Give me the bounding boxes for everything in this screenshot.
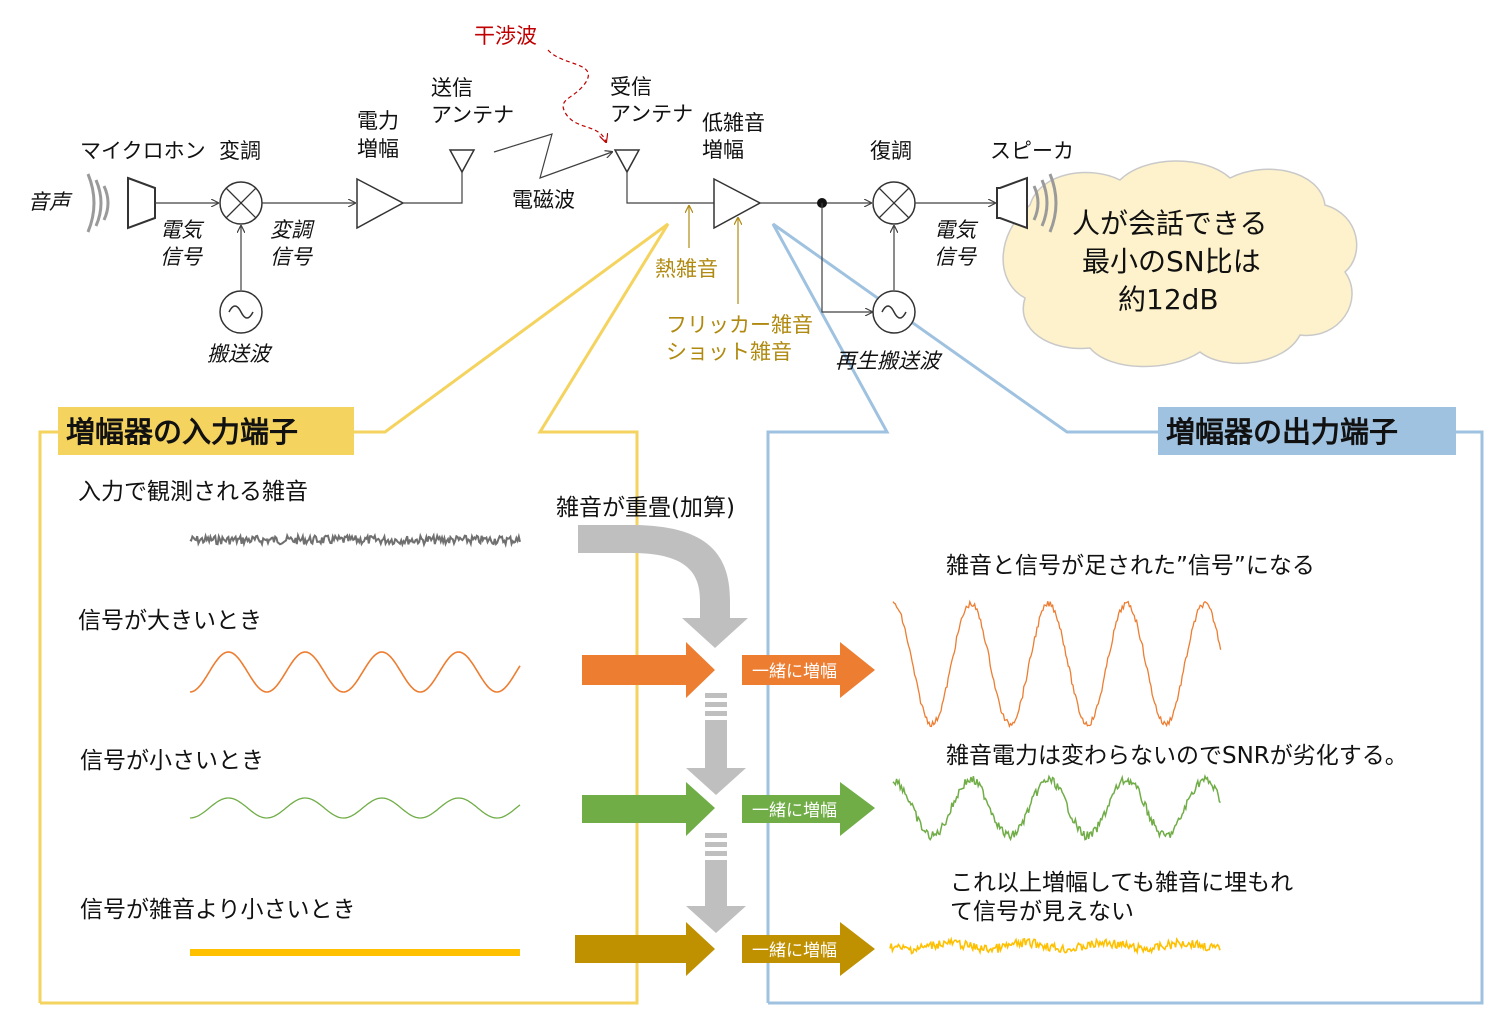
- input-row-tiny-label: 信号が雑音より小さいとき: [80, 897, 356, 923]
- noise-connector-1: [686, 693, 746, 795]
- modulated-signal-line2: 信号: [270, 245, 313, 269]
- orange-input-arrow: [582, 642, 715, 698]
- oscillator-icon: [219, 290, 263, 334]
- flicker-noise-label: フリッカー雑音: [666, 313, 813, 337]
- gold-amplify-arrow: [742, 922, 875, 976]
- output-small-signal-wave: [892, 774, 1222, 842]
- voice-label: 音声: [28, 190, 73, 214]
- output-note-3: これ以上増幅しても雑音に埋もれ: [950, 870, 1293, 896]
- orange-amplify-label: 一緒に増幅: [752, 662, 837, 682]
- rx-antenna-label-2: アンテナ: [610, 102, 693, 126]
- cloud-line-3: 約12dB: [1118, 283, 1219, 316]
- demodulation-label: 復調: [870, 139, 912, 163]
- rx-antenna-icon: [613, 149, 641, 174]
- sound-wave-icon: [86, 173, 110, 233]
- lna-icon: [713, 177, 762, 230]
- lna-label-1: 低雑音: [702, 111, 765, 135]
- cloud-line-2: 最小のSN比は: [1082, 245, 1261, 278]
- tx-antenna-label-1: 送信: [431, 76, 473, 100]
- callout-cloud: [1002, 160, 1358, 368]
- input-noise-trace: [189, 531, 521, 549]
- output-panel-callout: [766, 222, 1484, 1005]
- modulated-signal-line1: 変調: [270, 218, 315, 242]
- electric-signal-line1: 電気: [160, 218, 205, 242]
- thermal-noise-label: 熱雑音: [655, 257, 718, 281]
- gold-amplify-label: 一緒に増幅: [752, 941, 837, 961]
- regen-oscillator-icon: [872, 290, 916, 334]
- input-large-signal-wave: [189, 651, 521, 693]
- regen-carrier-label: 再生搬送波: [835, 349, 943, 373]
- cloud-line-1: 人が会話できる: [1072, 207, 1267, 240]
- noise-added-arrow: [578, 525, 748, 648]
- lna-label-2: 増幅: [702, 138, 744, 162]
- input-panel-title-box: [58, 407, 354, 455]
- output-note-1: 雑音と信号が足された”信号”になる: [946, 553, 1315, 579]
- power-amp-label-1: 電力: [357, 109, 399, 133]
- em-wave-label: 電磁波: [512, 188, 575, 212]
- power-amp-icon: [356, 177, 405, 230]
- input-row-noise-label: 入力で観測される雑音: [78, 479, 308, 505]
- electric-signal2-line1: 電気: [934, 218, 979, 242]
- orange-amplify-arrow: [742, 642, 875, 698]
- mixer-icon: [219, 181, 263, 225]
- electric-signal2-line2: 信号: [934, 245, 977, 269]
- interference-arrow: [547, 49, 606, 142]
- input-row-large-label: 信号が大きいとき: [78, 608, 262, 634]
- green-amplify-label: 一緒に増幅: [752, 801, 837, 821]
- microphone-label: マイクロホン: [80, 139, 206, 163]
- carrier-label: 搬送波: [207, 342, 273, 366]
- output-large-signal-wave: [892, 599, 1222, 729]
- noise-connector-2: [686, 833, 746, 933]
- em-wave-arrow: [493, 133, 612, 179]
- green-amplify-arrow: [742, 782, 875, 836]
- shot-noise-label: ショット雑音: [666, 340, 792, 364]
- power-amp-label-2: 増幅: [357, 137, 399, 161]
- speaker-sound-icon: [1032, 173, 1058, 233]
- input-tiny-signal-bar: [190, 949, 520, 956]
- tx-antenna-icon: [448, 149, 476, 174]
- demodulator-icon: [872, 181, 916, 225]
- speaker-label: スピーカ: [990, 139, 1074, 163]
- output-note-2: 雑音電力は変わらないのでSNRが劣化する。: [946, 743, 1408, 769]
- rx-antenna-label-1: 受信: [610, 75, 652, 99]
- interference-label: 干渉波: [474, 24, 537, 48]
- output-panel-title-box: [1158, 407, 1456, 455]
- electric-signal-line2: 信号: [160, 245, 203, 269]
- input-panel-title: 増幅器の入力端子: [66, 415, 298, 449]
- output-panel-title: 増幅器の出力端子: [1166, 415, 1398, 449]
- output-buried-signal-trace: [889, 936, 1221, 956]
- tx-antenna-label-2: アンテナ: [431, 103, 514, 127]
- microphone-icon: [127, 176, 156, 230]
- input-row-small-label: 信号が小さいとき: [80, 748, 264, 774]
- output-note-4: て信号が見えない: [950, 899, 1134, 925]
- green-input-arrow: [582, 782, 715, 836]
- speaker-icon: [996, 176, 1028, 230]
- input-small-signal-wave: [189, 797, 521, 819]
- modulation-label: 変調: [219, 139, 261, 163]
- gold-input-arrow: [575, 922, 715, 976]
- noise-added-label: 雑音が重畳(加算): [556, 495, 735, 521]
